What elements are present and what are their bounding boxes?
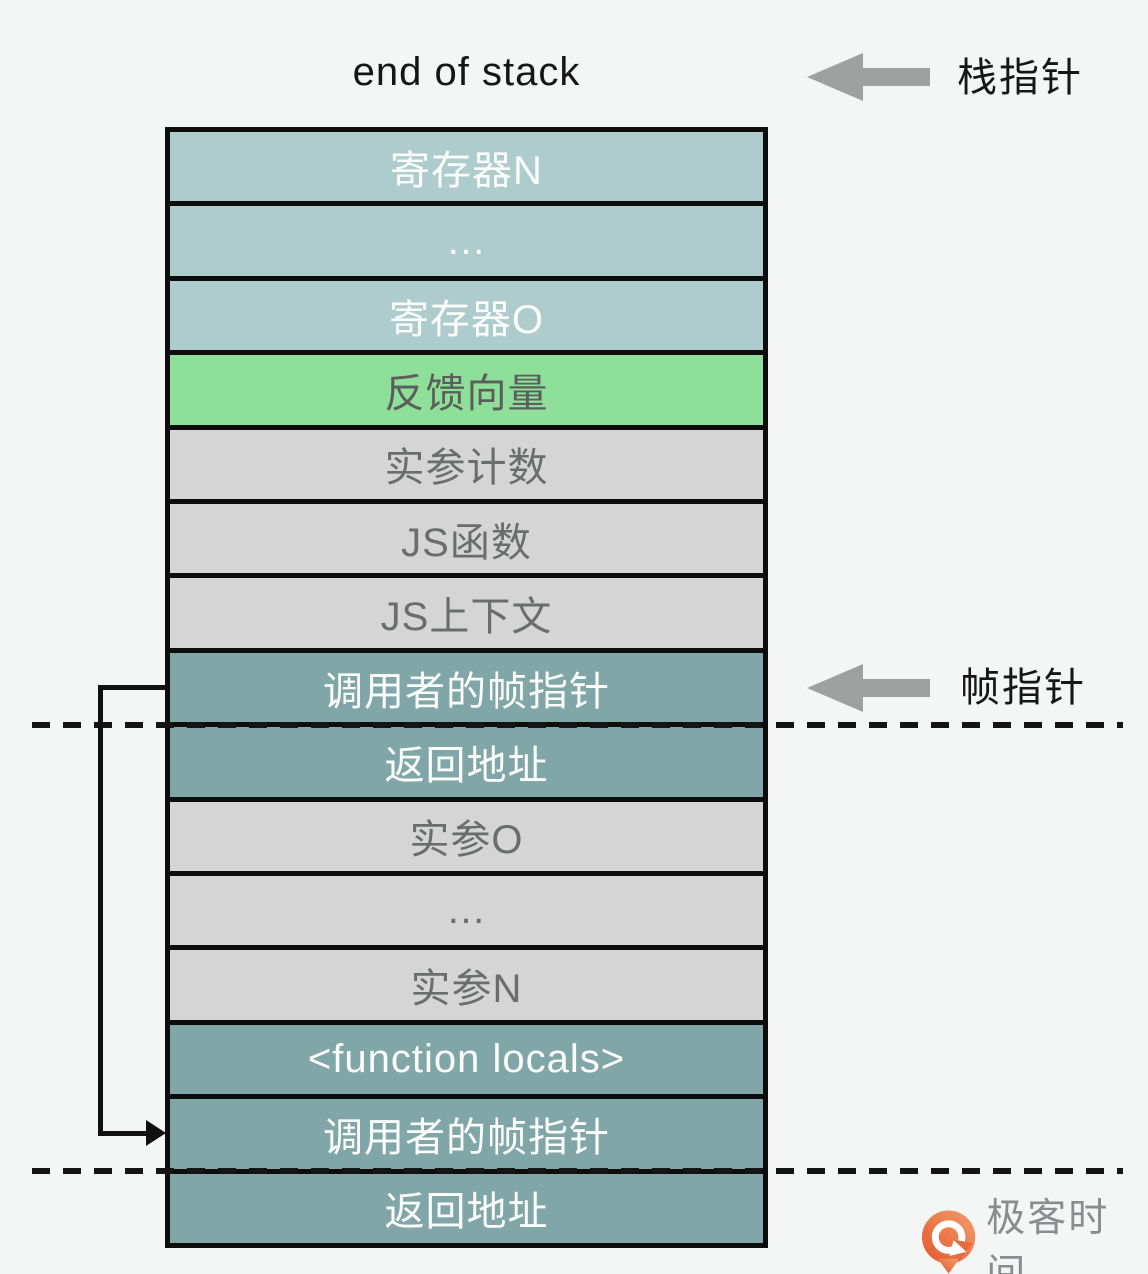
stack-row-label: 调用者的帧指针 — [323, 1115, 610, 1160]
arrow-head — [807, 53, 863, 101]
stack-row-argument-o: 实参O — [170, 801, 763, 877]
stack-row-caller-frame-pointer-lower: 调用者的帧指针 — [170, 1099, 763, 1174]
stack-row-label: 实参N — [410, 967, 523, 1012]
stack-row-label: 实参计数 — [384, 446, 549, 491]
stack-row-return-address-upper: 返回地址 — [170, 727, 763, 802]
frame-pointer-connector-arrowhead-icon — [146, 1120, 166, 1146]
geektime-logo-icon — [921, 1210, 976, 1274]
stack-row-caller-frame-pointer-upper: 调用者的帧指针 — [170, 652, 763, 728]
stack-row-feedback-vector: 反馈向量 — [170, 355, 763, 430]
stack-row-return-address-lower: 返回地址 — [170, 1173, 763, 1244]
frame-pointer-connector-bottom-segment — [98, 1131, 148, 1136]
frame-pointer-connector-vertical-segment — [98, 685, 103, 1136]
frame-pointer-label: 帧指针 — [960, 666, 1086, 710]
stack-row-register-o: 寄存器O — [170, 280, 763, 356]
stack-row-label: 实参O — [409, 818, 524, 863]
frame-pointer-connector-top-segment — [98, 685, 165, 690]
stack-column: 寄存器N … 寄存器O 反馈向量 实参计数 JS函数 JS上下文 调用者的帧指针… — [165, 127, 768, 1248]
frame-pointer-arrow-icon — [807, 664, 930, 712]
arrow-shaft — [861, 68, 930, 86]
stack-row-label: 寄存器O — [388, 297, 545, 342]
geektime-brand-text: 极客时间 — [986, 1197, 1110, 1274]
geektime-watermark: 极客时间 — [921, 1187, 1148, 1274]
stack-row-label: 返回地址 — [384, 743, 549, 788]
stack-row-register-ellipsis: … — [170, 206, 763, 281]
stack-pointer-label: 栈指针 — [957, 56, 1083, 100]
stack-row-register-n: 寄存器N — [170, 132, 763, 207]
end-of-stack-caption: end of stack — [352, 50, 581, 94]
stack-row-argument-ellipsis: … — [170, 876, 763, 951]
stack-row-label: <function locals> — [307, 1037, 626, 1082]
stack-row-label: 寄存器N — [390, 148, 543, 193]
stack-row-label: 反馈向量 — [384, 371, 549, 416]
stack-row-label: 调用者的帧指针 — [323, 669, 610, 714]
arrow-shaft — [861, 679, 930, 697]
stack-row-label: JS上下文 — [380, 595, 553, 640]
stack-row-label: … — [446, 888, 487, 933]
frame-boundary-dashed-line-lower — [32, 1168, 1123, 1174]
arrow-head — [807, 664, 863, 712]
stack-row-js-context: JS上下文 — [170, 578, 763, 653]
frame-boundary-dashed-line-upper — [32, 722, 1123, 728]
stack-row-label: … — [446, 218, 487, 263]
stack-row-argument-count: 实参计数 — [170, 429, 763, 505]
stack-row-label: 返回地址 — [384, 1190, 549, 1235]
stack-row-js-function: JS函数 — [170, 504, 763, 579]
stack-row-function-locals: <function locals> — [170, 1024, 763, 1100]
stack-row-argument-n: 实参N — [170, 950, 763, 1025]
stack-pointer-arrow-icon — [807, 53, 930, 101]
stack-row-label: JS函数 — [401, 520, 532, 565]
